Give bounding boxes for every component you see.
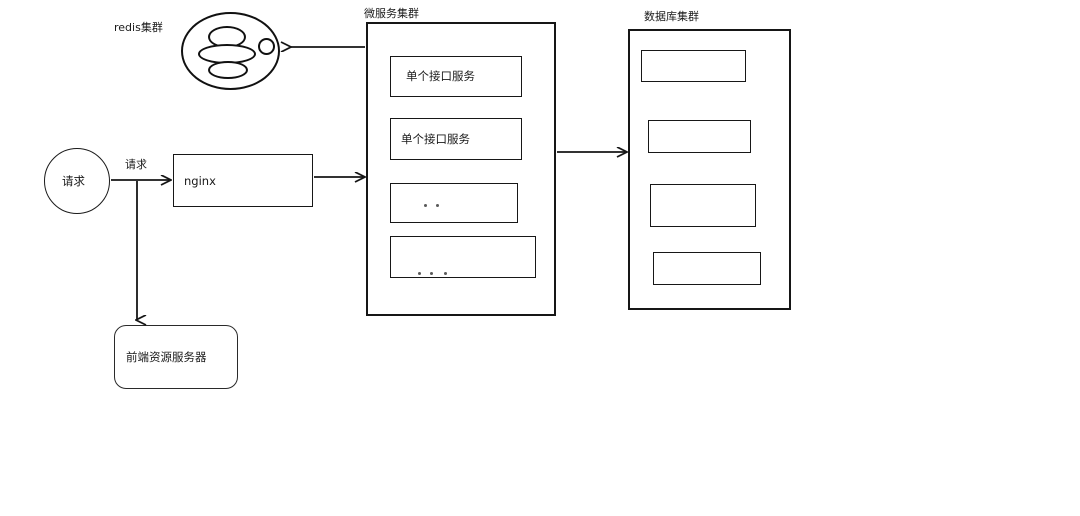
database-box-3 bbox=[650, 184, 756, 227]
microservice-box-2-label: 单个接口服务 bbox=[401, 132, 470, 146]
ellipsis-dot bbox=[424, 204, 427, 207]
ellipsis-dot bbox=[436, 204, 439, 207]
microservice-box-1-label: 单个接口服务 bbox=[406, 69, 475, 83]
microservice-box-2 bbox=[390, 118, 522, 160]
nginx-box bbox=[173, 154, 313, 207]
frontend-resource-server-box bbox=[114, 325, 238, 389]
database-box-4 bbox=[653, 252, 761, 285]
microservice-box-1 bbox=[390, 56, 522, 97]
ellipsis-dot bbox=[430, 272, 433, 275]
microservice-box-4 bbox=[390, 236, 536, 278]
ellipsis-dot bbox=[444, 272, 447, 275]
request-arrow-label: 请求 bbox=[125, 158, 147, 171]
microservice-box-3 bbox=[390, 183, 518, 223]
request-source-circle bbox=[44, 148, 110, 214]
ellipsis-dot bbox=[418, 272, 421, 275]
microservice-cluster-label: 微服务集群 bbox=[364, 7, 419, 20]
redis-node-bottom-icon bbox=[208, 61, 248, 79]
nginx-label: nginx bbox=[184, 174, 216, 188]
redis-cluster-label: redis集群 bbox=[114, 21, 163, 34]
database-box-1 bbox=[641, 50, 746, 82]
redis-satellite-node-icon bbox=[258, 38, 275, 55]
frontend-resource-server-label: 前端资源服务器 bbox=[126, 350, 207, 364]
request-source-label: 请求 bbox=[62, 174, 85, 188]
database-box-2 bbox=[648, 120, 751, 153]
database-cluster-label: 数据库集群 bbox=[644, 10, 699, 23]
